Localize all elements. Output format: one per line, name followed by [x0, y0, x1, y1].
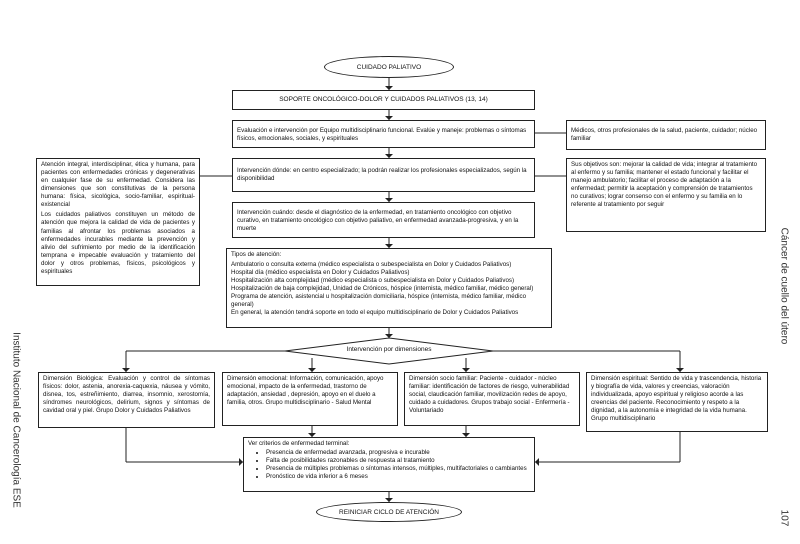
left-note-p2: Los cuidados paliativos constituyen un m… [41, 211, 195, 275]
end-node: REINICIAR CICLO DE ATENCIÓN [316, 502, 462, 522]
dimension-social-box: Dimensión socio familiar: Paciente - cui… [404, 372, 580, 426]
page-number: 107 [778, 509, 790, 527]
attention-type-item: En general, la atención tendrá soporte e… [231, 309, 519, 317]
criteria-item: Pronóstico de vida inferior a 6 meses [266, 473, 530, 481]
decision-diamond [284, 337, 494, 365]
dimension-biological-box: Dimensión Biológica: Evaluación y contro… [38, 372, 215, 428]
start-node: CUIDADO PALIATIVO [324, 56, 454, 78]
attention-types-box: Tipos de atención: Ambulatorio o consult… [226, 248, 552, 328]
team-note-box: Médicos, otros profesionales de la salud… [566, 120, 766, 150]
attention-types-title: Tipos de atención: [231, 251, 282, 258]
when-box: Intervención cuándo: desde el diagnóstic… [232, 202, 535, 238]
criteria-item: Presencia de enfermedad avanzada, progre… [266, 449, 530, 457]
attention-type-item: Hospitalización de baja complejidad, Uni… [231, 285, 534, 293]
dimension-spiritual-box: Dimensión espiritual: Sentido de vida y … [586, 372, 768, 432]
side-title: Cáncer de cuello del útero [778, 227, 790, 345]
attention-type-item: Hospital día (médico especialista en Dol… [231, 269, 410, 277]
decision-label: Intervención por dimensiones [346, 346, 432, 353]
evaluation-box: Evaluación e intervención por Equipo mul… [232, 120, 535, 148]
left-note-box: Atención integral, interdisciplinar, éti… [36, 158, 200, 286]
criteria-item: Presencia de múltiples problemas o sínto… [266, 465, 530, 473]
attention-type-item: Ambulatorio o consulta externa (médico e… [231, 261, 512, 269]
objectives-note-box: Sus objetivos son: mejorar la calidad de… [566, 158, 766, 232]
where-box: Intervención dónde: en centro especializ… [232, 158, 535, 192]
criteria-title: Ver criterios de enfermedad terminal: [248, 440, 350, 447]
left-note-p1: Atención integral, interdisciplinar, éti… [41, 161, 195, 209]
criteria-item: Falta de posibilidades razonables de res… [266, 457, 530, 465]
criteria-box: Ver criterios de enfermedad terminal: Pr… [243, 437, 535, 492]
support-header-box: SOPORTE ONCOLÓGICO-DOLOR Y CUIDADOS PALI… [232, 90, 535, 110]
dimension-emotional-box: Dimensión emocional: Información, comuni… [222, 372, 398, 426]
attention-type-item: Programa de atención, asistencial u hosp… [231, 293, 527, 309]
attention-type-item: Hospitalización alta complejidad (médico… [231, 277, 515, 285]
institute-name: Instituto Nacional de Cancerología ESE [10, 332, 22, 508]
